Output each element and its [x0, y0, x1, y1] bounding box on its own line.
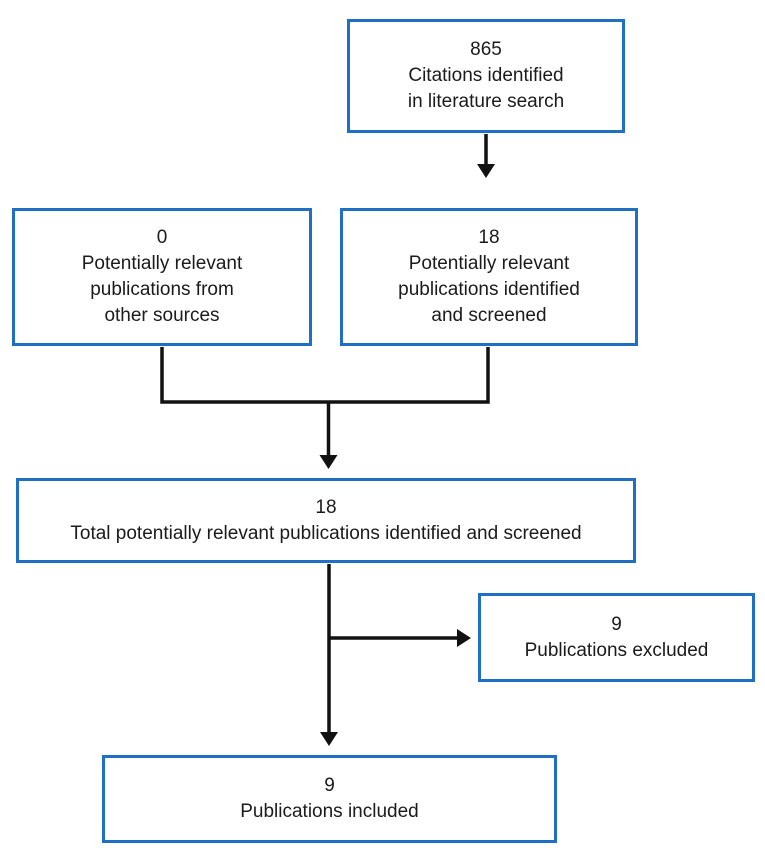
box-label-line: Total potentially relevant publications …	[70, 522, 582, 544]
box-publications-included: 9 Publications included	[102, 755, 557, 843]
box-other-sources: 0 Potentially relevant publications from…	[12, 208, 312, 346]
box-label-line: Potentially relevant	[408, 253, 570, 274]
box-label-line: Publications excluded	[524, 639, 709, 661]
box-count: 18	[315, 496, 337, 518]
box-label-line: in literature search	[407, 91, 565, 112]
box-count: 9	[324, 775, 335, 796]
box-label-line: publications identified	[398, 279, 580, 300]
arrow-total-to-included-head	[320, 732, 338, 746]
arrow-merge-to-total-head	[319, 455, 338, 469]
box-identified-screened: 18 Potentially relevant publications ide…	[340, 208, 638, 346]
arrow-total-to-excluded-head	[457, 629, 471, 647]
box-citations-identified: 865 Citations identified in literature s…	[347, 19, 625, 133]
box-count: 0	[156, 227, 168, 248]
box-publications-excluded: 9 Publications excluded	[478, 593, 755, 682]
box-count: 9	[611, 613, 622, 635]
box-count: 18	[478, 227, 500, 248]
box-label-line: Potentially relevant	[81, 253, 243, 274]
merge-connector-line	[160, 347, 490, 404]
box-label-line: publications from	[90, 279, 234, 300]
box-label-line: Publications included	[240, 801, 419, 822]
box-label-line: other sources	[104, 305, 220, 326]
box-count: 865	[470, 39, 502, 60]
box-label-line: and screened	[431, 305, 547, 326]
arrow-citations-to-screened-head	[477, 164, 495, 178]
box-total-screened: 18 Total potentially relevant publicatio…	[16, 478, 636, 563]
box-label-line: Citations identified	[408, 65, 564, 86]
